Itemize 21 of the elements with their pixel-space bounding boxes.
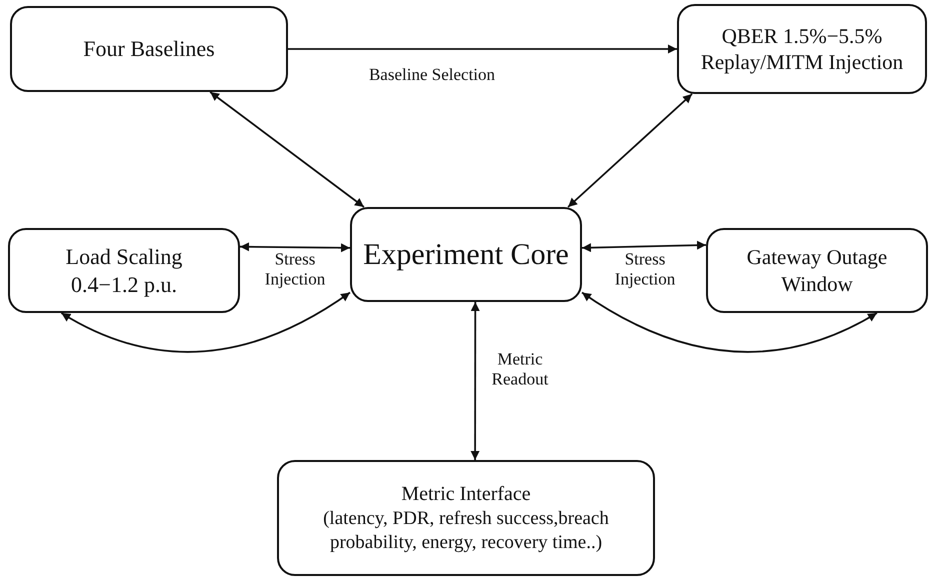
process-box (277, 460, 655, 576)
node-text: Experiment Core (363, 236, 569, 273)
process-box (677, 4, 927, 94)
node-text: Metric Interface (401, 482, 531, 507)
process-box (706, 228, 928, 313)
arrow (288, 44, 677, 54)
arrow (60, 292, 350, 353)
process-box (10, 6, 288, 92)
node-text: Gateway Outage Window (746, 244, 888, 297)
arrow (470, 302, 480, 460)
arrow (240, 242, 350, 252)
node-text: (latency, PDR, refresh success,breach probability, energy, recovery time..) (322, 506, 610, 554)
node-text: Four Baselines (83, 35, 215, 63)
arrow (582, 240, 706, 252)
node-text: QBER 1.5%−5.5% Replay/MITM Injection (700, 22, 904, 76)
process-box (8, 228, 240, 313)
arrow (567, 93, 693, 208)
arrow (210, 91, 364, 208)
arrow (582, 292, 878, 353)
node-text: Load Scaling 0.4−1.2 p.u. (64, 243, 184, 298)
process-box (350, 207, 582, 302)
